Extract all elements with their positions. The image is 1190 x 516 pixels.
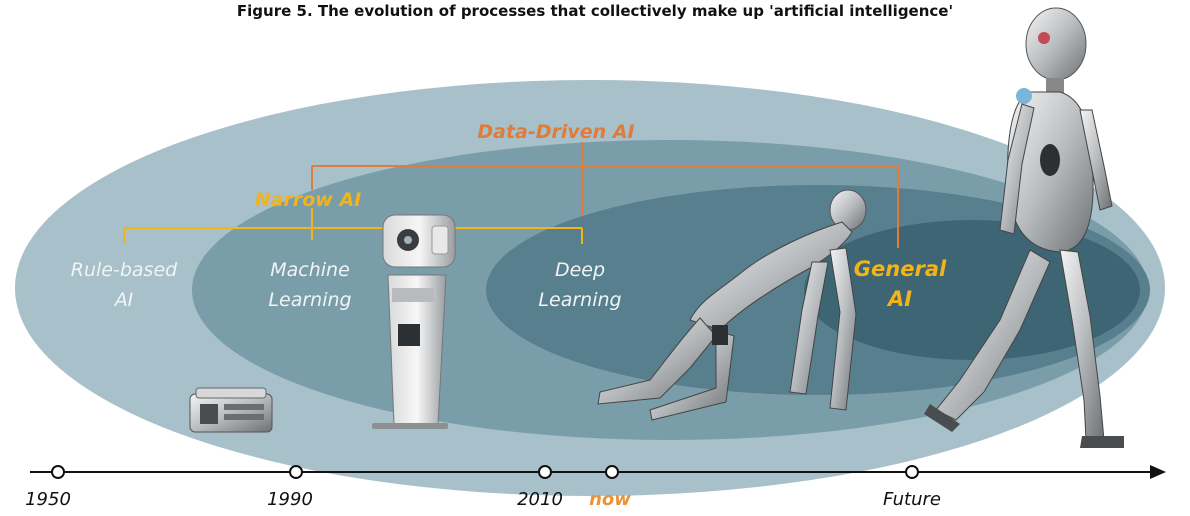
data-driven-label: Data-Driven AI [477, 121, 634, 143]
timeline-label-1: 1990 [267, 489, 313, 510]
deep-learning-label-line2: Learning [538, 289, 621, 311]
figure-title: Figure 5. The evolution of processes tha… [236, 2, 954, 20]
crawling-robot-image [597, 189, 867, 421]
deep-learning-label-line1: Deep [555, 259, 605, 281]
kiosk-robot-image [372, 214, 456, 429]
data-driven-bracket [311, 142, 899, 248]
timeline-arrowhead [1150, 465, 1166, 479]
timeline-label-4: Future [883, 489, 941, 510]
timeline-label-2: 2010 [517, 489, 563, 510]
rule-based-label-line1: Rule-based [71, 259, 178, 281]
ellipse-general-ai [804, 220, 1140, 360]
humanoid-robot-image [924, 7, 1124, 448]
timeline-point-1 [289, 465, 303, 479]
machine-learning-label-line1: Machine [270, 259, 350, 281]
narrow-ai-label: Narrow AI [255, 189, 361, 211]
narrow-ai-bracket [123, 208, 583, 244]
timeline-point-3 [605, 465, 619, 479]
timeline-label-0: 1950 [25, 489, 71, 510]
early-computer-box-image [189, 387, 273, 433]
machine-learning-label-line2: Learning [268, 289, 351, 311]
timeline-point-2 [538, 465, 552, 479]
timeline-label-3: now [589, 489, 631, 510]
timeline [30, 465, 1166, 479]
timeline-point-4 [905, 465, 919, 479]
general-ai-label-line2: AI [886, 287, 912, 311]
general-ai-label-line1: General [854, 257, 947, 281]
timeline-point-0 [51, 465, 65, 479]
rule-based-label-line2: AI [113, 289, 134, 311]
